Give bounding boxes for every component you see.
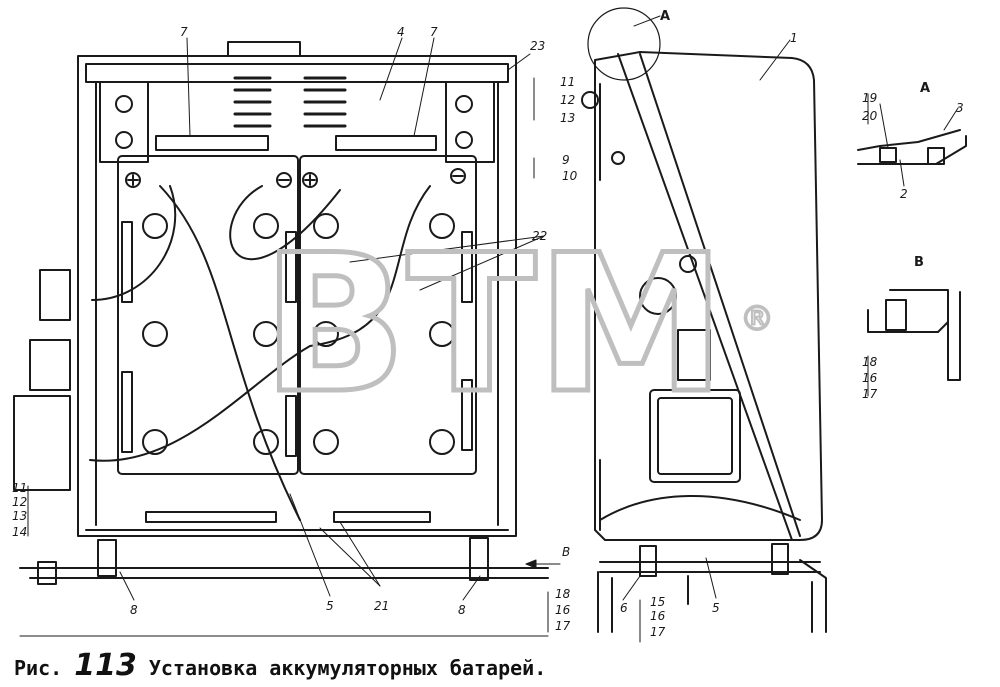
front-view <box>13 41 549 637</box>
callout-16: 16 <box>650 609 666 623</box>
callout-8: 8 <box>458 603 466 617</box>
caption-number: 113 <box>74 648 137 683</box>
callout-17: 17 <box>862 387 878 401</box>
callout-10: 10 <box>562 169 578 183</box>
callout-13: 13 <box>12 509 27 523</box>
callout-4: 4 <box>397 25 405 39</box>
callout-12: 12 <box>560 93 575 107</box>
side-view <box>581 7 827 633</box>
caption-title: Установка аккумуляторных батарей. <box>148 656 547 680</box>
arrow-b-label: B <box>562 545 570 559</box>
svg-text:®: ® <box>740 299 774 339</box>
watermark: BTM ® <box>260 212 776 438</box>
callout-15: 15 <box>650 595 665 609</box>
callout-11: 11 <box>12 481 27 495</box>
callout-9: 9 <box>562 153 570 167</box>
callout-7: 7 <box>430 25 438 39</box>
view-a-marker: A <box>660 9 670 24</box>
callout-2: 2 <box>900 187 908 201</box>
callout-20: 20 <box>862 109 878 123</box>
callout-23: 23 <box>530 39 545 53</box>
callout-16: 16 <box>555 603 571 617</box>
callout-21: 21 <box>374 599 389 613</box>
callout-19: 19 <box>862 91 877 105</box>
callout-13: 13 <box>560 111 575 125</box>
svg-text:BTM: BTM <box>262 214 726 435</box>
callout-6: 6 <box>620 601 628 615</box>
figure-caption: Рис. 113 Установка аккумуляторных батаре… <box>14 648 546 683</box>
callout-17: 17 <box>650 625 666 639</box>
callout-18: 18 <box>862 355 878 369</box>
callout-22: 22 <box>532 229 547 243</box>
callout-18: 18 <box>555 587 571 601</box>
callout-5: 5 <box>712 601 720 615</box>
callout-14: 14 <box>12 525 27 539</box>
detail-b <box>867 289 961 381</box>
detail-a <box>857 129 967 165</box>
callout-11: 11 <box>560 75 575 89</box>
callout-3: 3 <box>956 101 964 115</box>
callout-5: 5 <box>326 599 334 613</box>
callout-1: 1 <box>790 31 798 45</box>
callout-12: 12 <box>12 495 27 509</box>
callout-labels: 7 4 7 23 22 11 12 13 14 8 5 21 8 B 18 16… <box>12 9 964 639</box>
callout-7: 7 <box>180 25 188 39</box>
callout-17: 17 <box>555 619 571 633</box>
detail-b-title: B <box>914 255 924 270</box>
caption-prefix: Рис. <box>14 656 63 680</box>
callout-8: 8 <box>130 603 138 617</box>
detail-a-title: A <box>920 81 930 96</box>
callout-16: 16 <box>862 371 878 385</box>
